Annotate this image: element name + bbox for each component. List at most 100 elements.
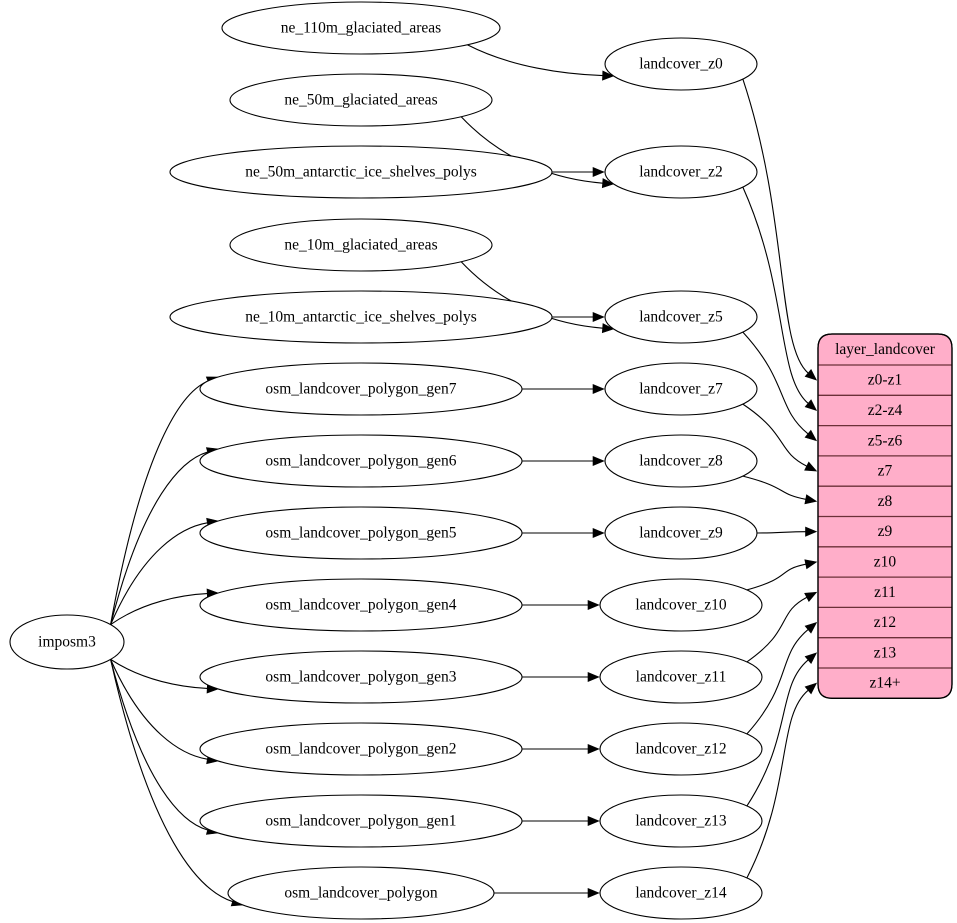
node-ne_50m_antarctic_ice_shelves_polys[interactable]: ne_50m_antarctic_ice_shelves_polys xyxy=(169,145,553,199)
edge-imposm3-to-osm_landcover_polygon_gen2 xyxy=(110,659,208,760)
node-label-landcover_z7: landcover_z7 xyxy=(639,381,723,398)
node-osm_landcover_polygon_gen4[interactable]: osm_landcover_polygon_gen4 xyxy=(199,578,523,632)
node-label-osm_landcover_polygon_gen6: osm_landcover_polygon_gen6 xyxy=(265,453,456,470)
node-ellipse-landcover_z2 xyxy=(604,145,758,199)
layer-table-row-z11[interactable]: z11 xyxy=(818,576,952,601)
node-label-landcover_z14: landcover_z14 xyxy=(635,885,726,902)
edge-imposm3-to-osm_landcover_polygon xyxy=(110,659,233,903)
node-osm_landcover_polygon[interactable]: osm_landcover_polygon xyxy=(227,866,495,920)
node-label-imposm3: imposm3 xyxy=(38,634,96,651)
row-label-z8: z8 xyxy=(878,493,893,510)
edge-landcover_z2-to-row_z2-z4-arrowhead xyxy=(804,399,818,411)
node-ellipse-imposm3 xyxy=(9,614,125,670)
edge-landcover_z10-to-row_z10-arrowhead xyxy=(804,559,818,570)
node-label-osm_landcover_polygon_gen2: osm_landcover_polygon_gen2 xyxy=(265,741,456,758)
node-osm_landcover_polygon_gen2[interactable]: osm_landcover_polygon_gen2 xyxy=(199,722,523,776)
node-ellipse-osm_landcover_polygon_gen3 xyxy=(199,650,523,704)
node-landcover_z9[interactable]: landcover_z9 xyxy=(604,506,758,560)
edge-landcover_z10-to-row_z10 xyxy=(746,563,806,591)
edge-imposm3-to-osm_landcover_polygon_gen1 xyxy=(110,659,208,831)
edge-landcover_z2-to-row_z2-z4 xyxy=(742,186,809,404)
layer-table-row-z8[interactable]: z8 xyxy=(818,485,952,510)
node-ellipse-osm_landcover_polygon_gen1 xyxy=(199,794,523,848)
edge-landcover_z9-to-row_z9 xyxy=(756,531,806,534)
edge-landcover_z0-to-row_z0-z1 xyxy=(742,78,809,374)
edge-landcover_z11-to-row_z11 xyxy=(746,596,808,663)
layer-table-row-z10[interactable]: z10 xyxy=(818,546,952,571)
edge-osm_landcover_polygon_gen1-to-landcover_z13-arrowhead xyxy=(587,815,600,827)
node-landcover_z2[interactable]: landcover_z2 xyxy=(604,145,758,199)
node-label-landcover_z2: landcover_z2 xyxy=(639,164,723,181)
edge-landcover_z14-to-row_z14+-arrowhead xyxy=(804,682,818,695)
layer-table-row-z5-z6[interactable]: z5-z6 xyxy=(818,424,952,450)
node-osm_landcover_polygon_gen7[interactable]: osm_landcover_polygon_gen7 xyxy=(199,362,523,416)
node-label-ne_50m_glaciated_areas: ne_50m_glaciated_areas xyxy=(284,92,437,109)
node-landcover_z10[interactable]: landcover_z10 xyxy=(599,578,763,632)
layer-table-row-z12[interactable]: z12 xyxy=(818,606,952,631)
node-osm_landcover_polygon_gen3[interactable]: osm_landcover_polygon_gen3 xyxy=(199,650,523,704)
node-landcover_z11[interactable]: landcover_z11 xyxy=(599,650,763,704)
edge-landcover_z5-to-row_z5-z6 xyxy=(742,331,809,435)
node-ellipse-landcover_z5 xyxy=(604,290,758,344)
edge-osm_landcover_polygon-to-landcover_z14-arrowhead xyxy=(587,887,600,899)
layer-table-row-z0-z1[interactable]: z0-z1 xyxy=(818,364,952,389)
node-label-landcover_z0: landcover_z0 xyxy=(639,56,723,73)
node-label-osm_landcover_polygon: osm_landcover_polygon xyxy=(284,885,438,902)
edge-ne_50m_antarctic_ice_shelves_polys-to-landcover_z2-arrowhead xyxy=(592,166,605,178)
node-ne_50m_glaciated_areas[interactable]: ne_50m_glaciated_areas xyxy=(229,73,493,127)
node-imposm3[interactable]: imposm3 xyxy=(9,614,125,670)
edge-ne_50m_glaciated_areas-to-landcover_z2-arrowhead xyxy=(601,178,615,189)
edge-landcover_z11-to-row_z11-arrowhead xyxy=(804,591,818,602)
edge-osm_landcover_polygon_gen3-to-landcover_z11-arrowhead xyxy=(587,671,600,683)
node-ellipse-landcover_z14 xyxy=(599,866,763,920)
node-label-osm_landcover_polygon_gen5: osm_landcover_polygon_gen5 xyxy=(265,525,456,542)
node-ellipse-osm_landcover_polygon_gen5 xyxy=(199,506,523,560)
node-landcover_z7[interactable]: landcover_z7 xyxy=(604,362,758,416)
node-landcover_z0[interactable]: landcover_z0 xyxy=(604,37,758,91)
node-landcover_z12[interactable]: landcover_z12 xyxy=(599,722,763,776)
edge-osm_landcover_polygon_gen2-to-landcover_z12-arrowhead xyxy=(587,743,600,755)
node-label-ne_110m_glaciated_areas: ne_110m_glaciated_areas xyxy=(281,20,441,37)
node-label-osm_landcover_polygon_gen3: osm_landcover_polygon_gen3 xyxy=(265,669,456,686)
edge-osm_landcover_polygon_gen7-to-landcover_z7-arrowhead xyxy=(592,383,605,395)
edge-landcover_z0-to-row_z0-z1-arrowhead xyxy=(804,368,818,381)
layer-table-outline xyxy=(817,333,953,699)
node-osm_landcover_polygon_gen5[interactable]: osm_landcover_polygon_gen5 xyxy=(199,506,523,560)
layer-table-row-z14+[interactable]: z14+ xyxy=(818,667,952,692)
node-ne_10m_antarctic_ice_shelves_polys[interactable]: ne_10m_antarctic_ice_shelves_polys xyxy=(169,290,553,344)
row-label-z0-z1: z0-z1 xyxy=(868,372,902,389)
edge-imposm3-to-osm_landcover_polygon_gen4 xyxy=(110,593,208,626)
edge-landcover_z13-to-row_z13 xyxy=(746,659,809,807)
node-ne_110m_glaciated_areas[interactable]: ne_110m_glaciated_areas xyxy=(221,1,501,55)
node-ellipse-landcover_z9 xyxy=(604,506,758,560)
edge-osm_landcover_polygon_gen6-to-landcover_z8-arrowhead xyxy=(592,455,605,467)
node-ellipse-landcover_z7 xyxy=(604,362,758,416)
edge-landcover_z13-to-row_z13-arrowhead xyxy=(804,652,818,665)
node-label-landcover_z10: landcover_z10 xyxy=(635,597,726,614)
node-label-landcover_z9: landcover_z9 xyxy=(639,525,723,542)
node-landcover_z13[interactable]: landcover_z13 xyxy=(599,794,763,848)
node-label-osm_landcover_polygon_gen1: osm_landcover_polygon_gen1 xyxy=(265,813,456,830)
node-landcover_z14[interactable]: landcover_z14 xyxy=(599,866,763,920)
edge-ne_110m_glaciated_areas-to-landcover_z0 xyxy=(467,44,603,77)
node-osm_landcover_polygon_gen6[interactable]: osm_landcover_polygon_gen6 xyxy=(199,434,523,488)
node-osm_landcover_polygon_gen1[interactable]: osm_landcover_polygon_gen1 xyxy=(199,794,523,848)
edge-landcover_z12-to-row_z12-arrowhead xyxy=(804,622,818,634)
layer-table-row-z9[interactable]: z9 xyxy=(818,515,952,541)
edge-landcover_z7-to-row_z7-arrowhead xyxy=(804,461,818,472)
node-label-landcover_z8: landcover_z8 xyxy=(639,453,723,470)
node-ellipse-landcover_z10 xyxy=(599,578,763,632)
node-ellipse-landcover_z11 xyxy=(599,650,763,704)
row-label-z14+: z14+ xyxy=(869,675,900,692)
node-ellipse-osm_landcover_polygon xyxy=(227,866,495,920)
node-ne_10m_glaciated_areas[interactable]: ne_10m_glaciated_areas xyxy=(229,218,493,272)
node-landcover_z5[interactable]: landcover_z5 xyxy=(604,290,758,344)
layer-table-row-z13[interactable]: z13 xyxy=(818,637,952,662)
layer-table-row-z2-z4[interactable]: z2-z4 xyxy=(818,394,952,419)
node-label-landcover_z12: landcover_z12 xyxy=(635,741,726,758)
node-landcover_z8[interactable]: landcover_z8 xyxy=(604,434,758,488)
node-label-osm_landcover_polygon_gen7: osm_landcover_polygon_gen7 xyxy=(265,381,456,398)
layer-table-row-z7[interactable]: z7 xyxy=(818,455,952,480)
edge-ne_110m_glaciated_areas-to-landcover_z0-arrowhead xyxy=(602,70,615,81)
